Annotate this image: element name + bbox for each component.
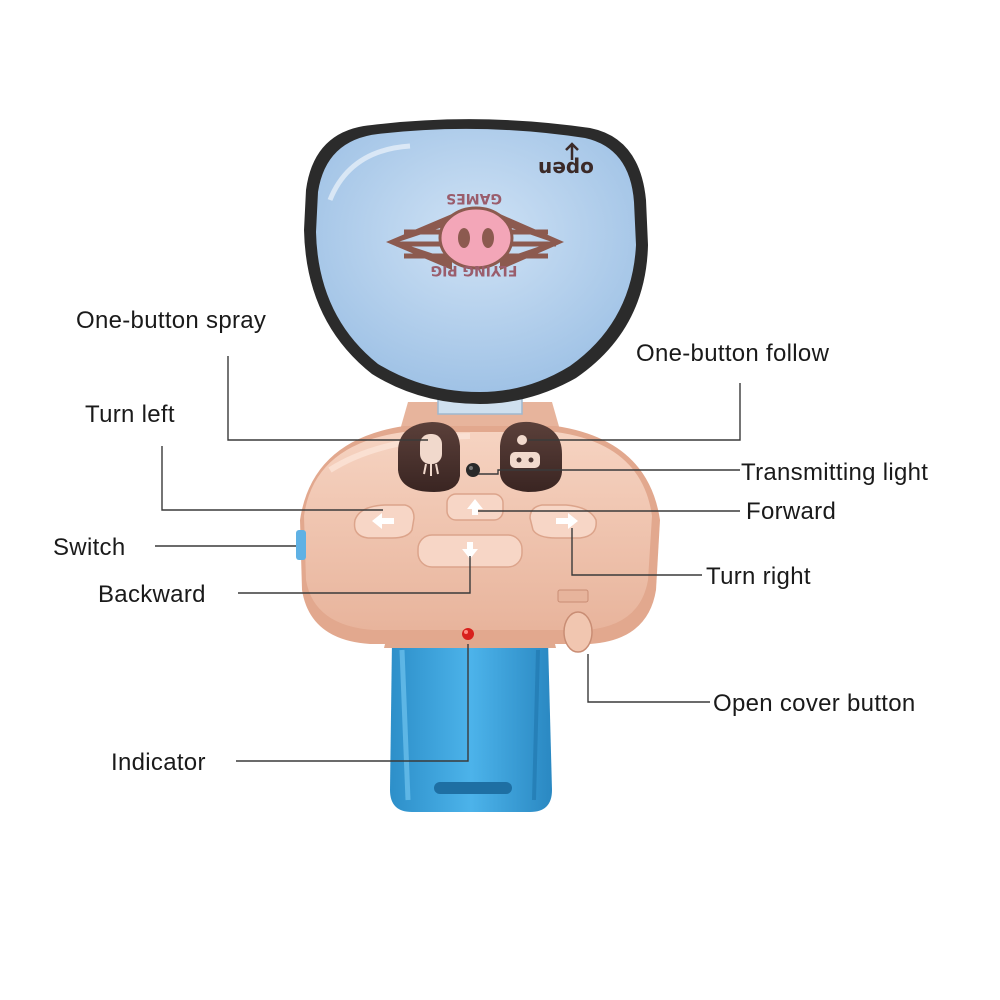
label-turn-right: Turn right: [706, 563, 811, 590]
open-cover-side-button[interactable]: [563, 611, 593, 653]
snout-nostril: [482, 228, 494, 248]
backward-button[interactable]: [417, 534, 523, 568]
arrow-right-icon: [556, 513, 578, 529]
switch-toggle[interactable]: [296, 530, 306, 560]
svg-text:open: open: [538, 157, 594, 181]
follow-icon: [510, 435, 540, 468]
leader-lines: [155, 356, 741, 762]
label-forward: Forward: [746, 498, 836, 525]
label-transmitting-light: Transmitting light: [741, 459, 928, 486]
label-one-button-follow: One-button follow: [636, 340, 830, 367]
strap-slot: [434, 782, 512, 794]
label-turn-left: Turn left: [85, 401, 175, 428]
arrow-down-icon: [462, 542, 478, 559]
spray-icon: [420, 434, 442, 476]
follow-button[interactable]: [500, 421, 562, 492]
label-open-cover-button: Open cover button: [713, 690, 916, 717]
arrow-left-icon: [372, 513, 394, 529]
flying-pig-logo: GAMES FLYING PIG: [386, 190, 564, 278]
turn-left-button[interactable]: [353, 504, 415, 539]
watch-strap: [384, 632, 556, 812]
transmitting-light: [466, 463, 480, 477]
open-arrow-icon: [565, 142, 579, 160]
snout-nostril: [458, 228, 470, 248]
arrow-up-icon: [467, 499, 483, 515]
label-one-button-spray: One-button spray: [76, 307, 266, 334]
transparent-cover[interactable]: open GAMES FLYING PIG: [304, 119, 648, 404]
label-switch: Switch: [53, 534, 126, 561]
label-indicator: Indicator: [111, 749, 206, 776]
svg-text:GAMES: GAMES: [446, 190, 502, 206]
turn-right-button[interactable]: [529, 504, 597, 539]
indicator-led: [462, 628, 474, 640]
forward-button[interactable]: [446, 493, 504, 521]
svg-text:FLYING PIG: FLYING PIG: [431, 262, 518, 278]
open-label: open: [538, 157, 594, 181]
body-port: [557, 589, 589, 603]
spray-button[interactable]: [398, 422, 460, 492]
label-backward: Backward: [98, 581, 206, 608]
